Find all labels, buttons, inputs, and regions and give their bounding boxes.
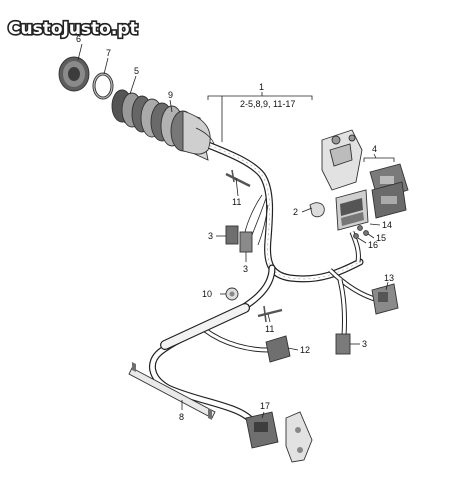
callout-13: 13 (384, 273, 394, 283)
callout-9: 9 (168, 90, 173, 100)
grommet-assembly (58, 56, 215, 161)
connector-13 (371, 283, 399, 315)
connector-housing-4 (369, 163, 409, 219)
terminal-pins (353, 225, 369, 239)
callout-14: 14 (382, 220, 392, 230)
callout-15: 15 (376, 233, 386, 243)
callout-3-mid: 3 (243, 264, 248, 274)
callout-11-lower: 11 (265, 324, 274, 334)
connector-3-right (335, 333, 351, 355)
watermark-logo: CustoJusto.pt (6, 17, 139, 40)
callout-16: 16 (368, 240, 378, 250)
mounting-bracket (128, 362, 216, 420)
callout-3-left: 3 (208, 231, 213, 241)
callout-17: 17 (260, 401, 270, 411)
callout-labels: 6 7 5 9 1 2-5,8,9, 11-17 4 2 14 15 16 11… (76, 34, 394, 422)
callout-11-upper: 11 (232, 197, 241, 207)
callout-1-range: 2-5,8,9, 11-17 (240, 99, 295, 109)
harness-sleeve (160, 303, 250, 350)
end-bracket (285, 411, 313, 463)
callout-6: 6 (76, 34, 81, 44)
control-unit-bracket (321, 129, 363, 191)
callout-7: 7 (106, 48, 111, 58)
callout-8: 8 (179, 412, 184, 422)
seal-ring (92, 72, 114, 100)
plug-10 (225, 287, 239, 301)
end-cap (58, 56, 90, 92)
callout-2: 2 (293, 207, 298, 217)
callout-12: 12 (300, 345, 310, 355)
connector-3-left (225, 225, 253, 253)
callout-10: 10 (202, 289, 212, 299)
cable-tie-upper (225, 169, 251, 188)
corrugated-grommet (111, 89, 215, 161)
cable-clip-2 (309, 202, 325, 218)
callout-5: 5 (134, 66, 139, 76)
callout-4: 4 (372, 144, 377, 154)
connector-block (335, 189, 369, 231)
callout-3-right: 3 (362, 339, 367, 349)
cable-tie-lower (257, 305, 283, 323)
connector-12 (265, 335, 291, 363)
callout-1: 1 (259, 82, 264, 92)
leader-lines (77, 43, 395, 419)
watermark-text: CustoJusto.pt (8, 19, 138, 39)
